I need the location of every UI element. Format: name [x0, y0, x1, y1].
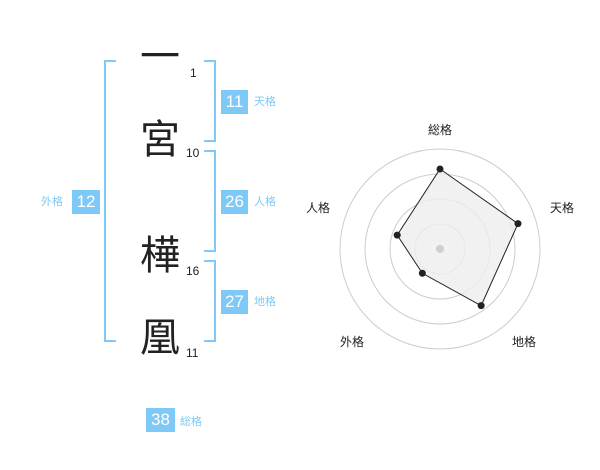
- name-char-3: 樺: [140, 233, 180, 279]
- fortune-radar-chart: 総格 天格 地格 外格 人格: [306, 122, 574, 350]
- radar-center-dot: [436, 245, 444, 253]
- radar-point-0: [436, 165, 444, 173]
- gaikaku-value: 12: [72, 190, 100, 214]
- axis-label-jinkaku: 人格: [306, 200, 330, 215]
- jinkaku-value: 26: [221, 190, 248, 214]
- radar-point-4: [393, 231, 401, 239]
- chikaku-label: 地格: [254, 295, 276, 308]
- radar-point-3: [418, 269, 426, 277]
- name-char-2: 宮: [140, 117, 180, 163]
- radar-point-2: [477, 302, 485, 310]
- stroke-count-4: 11: [186, 346, 199, 360]
- tenkaku-value: 11: [221, 90, 248, 114]
- tenkaku-label: 天格: [254, 95, 276, 108]
- chikaku-bracket: [204, 260, 216, 342]
- stroke-count-1: 1: [190, 66, 197, 80]
- chikaku-value: 27: [221, 290, 248, 314]
- tenkaku-bracket: [204, 60, 216, 142]
- gaikaku-bracket: [104, 60, 116, 342]
- gaikaku-label: 外格: [41, 195, 63, 208]
- sokaku-value: 38: [146, 408, 175, 432]
- axis-label-tenkaku: 天格: [550, 200, 574, 215]
- jinkaku-label: 人格: [254, 195, 276, 208]
- stroke-count-3: 16: [186, 264, 200, 278]
- axis-label-chikaku: 地格: [512, 334, 536, 349]
- axis-label-sokaku: 総格: [428, 122, 452, 137]
- jinkaku-bracket: [204, 150, 216, 252]
- sokaku-label: 総格: [180, 415, 202, 428]
- name-char-4: 凰: [140, 315, 180, 361]
- radar-polygon: [396, 168, 519, 307]
- name-char-1: 一: [140, 34, 180, 80]
- axis-label-gaikaku: 外格: [340, 334, 364, 349]
- radar-ring-4: [339, 148, 541, 350]
- radar-point-1: [514, 220, 522, 228]
- stroke-count-2: 10: [186, 146, 200, 160]
- radar-points: [393, 165, 522, 310]
